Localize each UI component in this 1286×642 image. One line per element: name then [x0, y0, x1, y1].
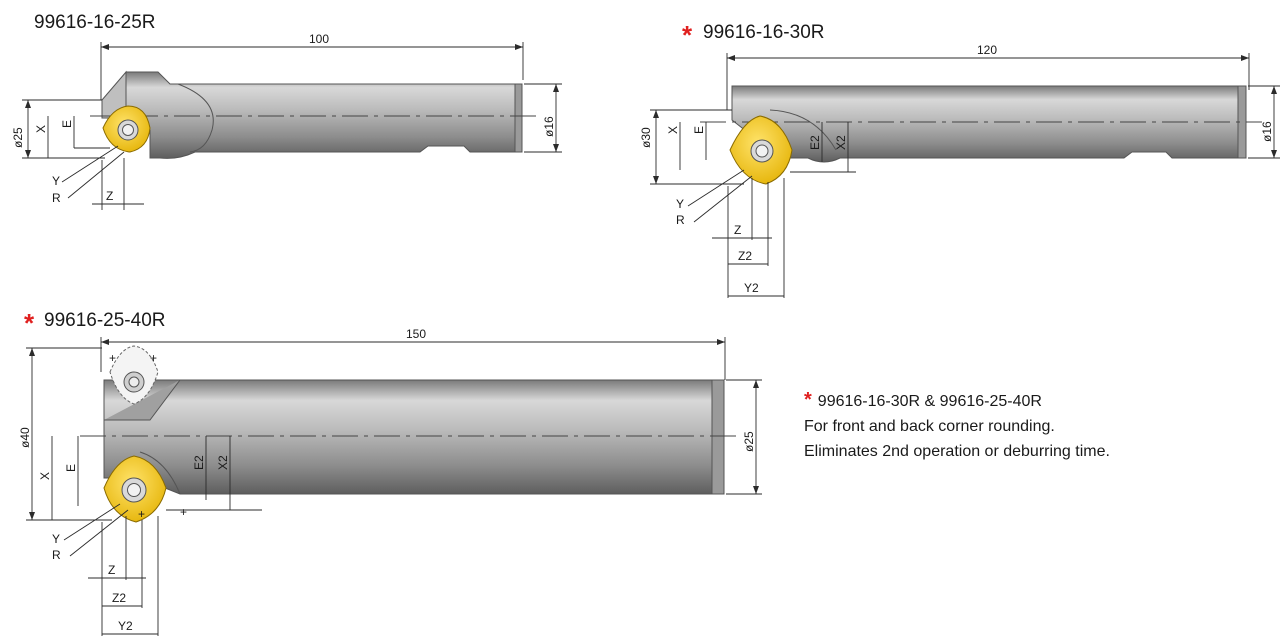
tool-3-x2: X2 — [216, 455, 230, 470]
footnote: * 99616-16-30R & 99616-25-40R For front a… — [804, 388, 1110, 464]
tool-3-star: * — [24, 308, 35, 338]
tool-2-z2: Z2 — [738, 249, 752, 263]
tool-2-length: 120 — [977, 43, 997, 57]
tool-2-x2: X2 — [834, 135, 848, 150]
footnote-line-3: Eliminates 2nd operation or deburring ti… — [804, 443, 1110, 460]
tool-1-x: X — [34, 125, 48, 133]
svg-text:+: + — [180, 505, 187, 519]
tool-1-e: E — [60, 120, 74, 128]
tool-3-insert: + + — [103, 455, 187, 523]
tool-3-back-insert: + + — [109, 345, 159, 405]
tool-2-shank — [731, 85, 1247, 163]
tool-1-title: 99616-16-25R — [34, 12, 155, 33]
tool-2-z: Z — [734, 223, 741, 237]
footnote-star: * — [804, 389, 812, 411]
tool-1-length: 100 — [309, 32, 329, 46]
tool-3-e: E — [64, 464, 78, 472]
tool-2-cut-dia: ø30 — [639, 127, 653, 148]
tool-3-title: 99616-25-40R — [44, 310, 165, 331]
tool-3-y: Y — [52, 532, 60, 546]
tool-1-z: Z — [106, 189, 113, 203]
tool-3-e2: E2 — [192, 455, 206, 470]
footnote-line-2: For front and back corner rounding. — [804, 418, 1055, 435]
tool-3-shank — [103, 379, 725, 495]
tool-2: * 99616-16-30R 120 ø16 ø30 X — [639, 20, 1280, 298]
footnote-line-1: * 99616-16-30R & 99616-25-40R — [804, 388, 1110, 414]
footnote-models: 99616-16-30R & 99616-25-40R — [817, 393, 1042, 410]
tool-3-y2: Y2 — [118, 619, 133, 633]
tool-3-cut-dia: ø40 — [18, 427, 32, 448]
tool-2-star: * — [682, 20, 693, 50]
tool-1-y: Y — [52, 174, 60, 188]
tool-3-shank-dia: ø25 — [742, 431, 756, 452]
tool-2-e: E — [692, 126, 706, 134]
tool-1-insert — [102, 105, 151, 153]
tool-1: 99616-16-25R 100 ø16 — [11, 12, 562, 210]
svg-text:+: + — [109, 351, 116, 365]
tool-2-title: 99616-16-30R — [703, 22, 824, 43]
tool-1-r: R — [52, 191, 61, 205]
tool-2-shank-dia: ø16 — [1260, 121, 1274, 142]
tool-1-cut-dia: ø25 — [11, 127, 25, 148]
svg-text:+: + — [150, 351, 157, 365]
tool-2-r: R — [676, 213, 685, 227]
tool-3-z2: Z2 — [112, 591, 126, 605]
tool-2-y: Y — [676, 197, 684, 211]
tool-2-insert — [729, 115, 793, 185]
tool-3-length: 150 — [406, 327, 426, 341]
tool-1-shank — [101, 70, 523, 159]
tool-2-x: X — [666, 126, 680, 134]
tool-3-z: Z — [108, 563, 115, 577]
tool-3-r: R — [52, 548, 61, 562]
tool-3: * 99616-25-40R 150 + + + + — [18, 308, 762, 636]
svg-text:+: + — [138, 507, 145, 521]
tool-2-y2: Y2 — [744, 281, 759, 295]
tool-3-x: X — [38, 472, 52, 480]
tool-2-e2: E2 — [808, 135, 822, 150]
tool-1-shank-dia: ø16 — [542, 116, 556, 137]
